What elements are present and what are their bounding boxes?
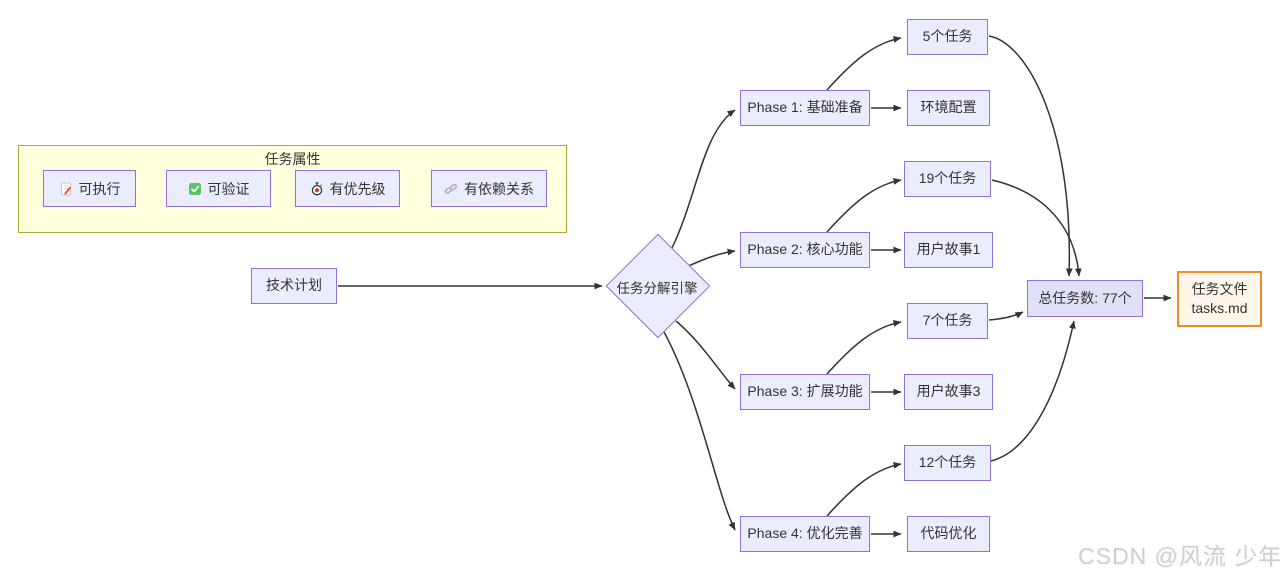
node-phase4: Phase 4: 优化完善 xyxy=(740,516,870,552)
edge-phase1-to-tasks xyxy=(826,36,902,91)
node-phase3-task-count: 7个任务 xyxy=(907,303,988,339)
edge-engine-to-phase2 xyxy=(683,248,736,269)
node-total-task-count: 总任务数: 77个 xyxy=(1027,280,1143,317)
node-task-file: 任务文件 tasks.md xyxy=(1177,271,1262,327)
node-phase3-output: 用户故事3 xyxy=(904,374,993,410)
node-tech-plan: 技术计划 xyxy=(251,268,337,304)
edge-engine-to-phase4 xyxy=(662,329,736,531)
edge-phase4-to-tasks xyxy=(826,462,902,517)
task-file-title: 任务文件 xyxy=(1191,280,1248,297)
node-phase2-output: 用户故事1 xyxy=(904,232,993,268)
node-phase3: Phase 3: 扩展功能 xyxy=(740,374,870,410)
edge-tasks4-to-total xyxy=(990,320,1076,462)
node-phase1: Phase 1: 基础准备 xyxy=(740,90,870,126)
node-phase4-task-count: 12个任务 xyxy=(904,445,991,481)
link-icon xyxy=(444,183,457,194)
attr-executable: 可执行 xyxy=(43,170,136,207)
attr-verifiable-label: 可验证 xyxy=(207,180,250,197)
edge-phase2-to-tasks xyxy=(826,178,902,233)
edge-engine-to-phase1 xyxy=(670,109,736,251)
attr-dependencies-label: 有依赖关系 xyxy=(464,180,534,197)
node-phase2-task-count: 19个任务 xyxy=(904,161,991,197)
edge-tasks3-to-total xyxy=(988,311,1024,321)
check-icon xyxy=(188,182,201,195)
node-phase1-task-count: 5个任务 xyxy=(907,19,988,55)
edge-engine-to-phase3 xyxy=(675,320,736,390)
edge-tasks1-to-total xyxy=(988,35,1073,277)
node-phase4-output: 代码优化 xyxy=(907,516,990,552)
attr-dependencies: 有依赖关系 xyxy=(431,170,547,207)
memo-icon xyxy=(60,182,71,195)
attr-verifiable: 可验证 xyxy=(166,170,271,207)
task-file-filename: tasks.md xyxy=(1191,300,1248,316)
attr-executable-label: 可执行 xyxy=(78,180,121,197)
task-attributes-title: 任务属性 xyxy=(264,151,321,167)
edge-tasks2-to-total xyxy=(991,179,1082,277)
node-phase2: Phase 2: 核心功能 xyxy=(740,232,870,268)
stopwatch-icon xyxy=(311,181,322,195)
node-task-decomposition-engine-label: 任务分解引擎 xyxy=(616,281,698,296)
attr-prioritized: 有优先级 xyxy=(295,170,400,207)
attr-prioritized-label: 有优先级 xyxy=(329,180,386,197)
csdn-watermark: CSDN @风流 少年 xyxy=(1078,543,1280,569)
node-phase1-output: 环境配置 xyxy=(907,90,990,126)
edge-phase3-to-tasks xyxy=(826,320,902,375)
